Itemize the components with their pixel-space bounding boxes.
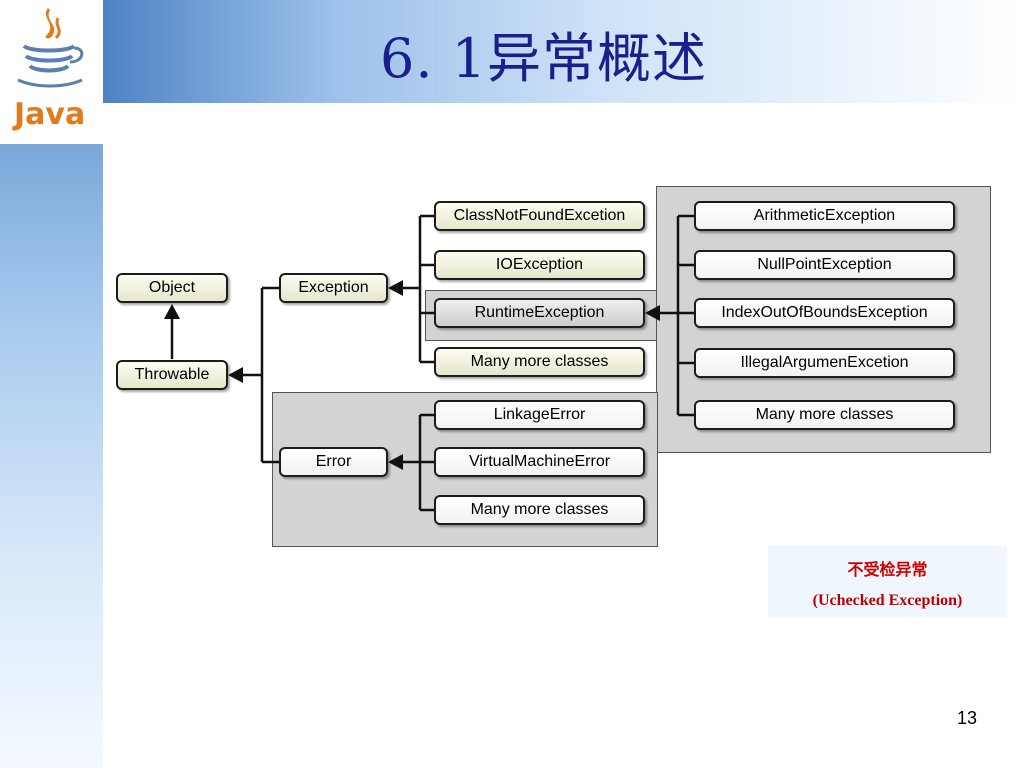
node-runtime-many-more: Many more classes [694,400,955,430]
node-class-not-found-exception: ClassNotFoundExcetion [434,201,645,231]
node-exception: Exception [279,273,388,303]
unchecked-exception-legend: 不受检异常 (Uchecked Exception) [768,546,1007,617]
java-logo-text: Java [14,97,86,132]
page-number: 13 [957,708,978,728]
node-throwable: Throwable [116,360,228,390]
sidebar-decoration [0,144,103,768]
header-band [103,0,1024,103]
node-index-out-of-bounds-exception: IndexOutOfBoundsException [694,298,955,328]
node-io-exception: IOException [434,250,645,280]
legend-english-label: (Uchecked Exception) [812,592,963,609]
java-coffee-cup-icon [17,8,84,88]
node-error: Error [279,447,388,477]
node-object: Object [116,273,228,303]
node-arithmetic-exception: ArithmeticException [694,201,955,231]
node-error-many-more: Many more classes [434,495,645,525]
node-null-point-exception: NullPointException [694,250,955,280]
node-virtual-machine-error: VirtualMachineError [434,447,645,477]
node-linkage-error: LinkageError [434,400,645,430]
node-illegal-argument-exception: IllegalArgumenExcetion [694,348,955,378]
node-runtime-exception: RuntimeException [434,298,645,328]
legend-chinese-label: 不受检异常 [847,560,928,579]
logo-area: Java [0,0,103,144]
page-title: 6. 1异常概述 [380,27,708,90]
node-exception-many-more: Many more classes [434,347,645,377]
